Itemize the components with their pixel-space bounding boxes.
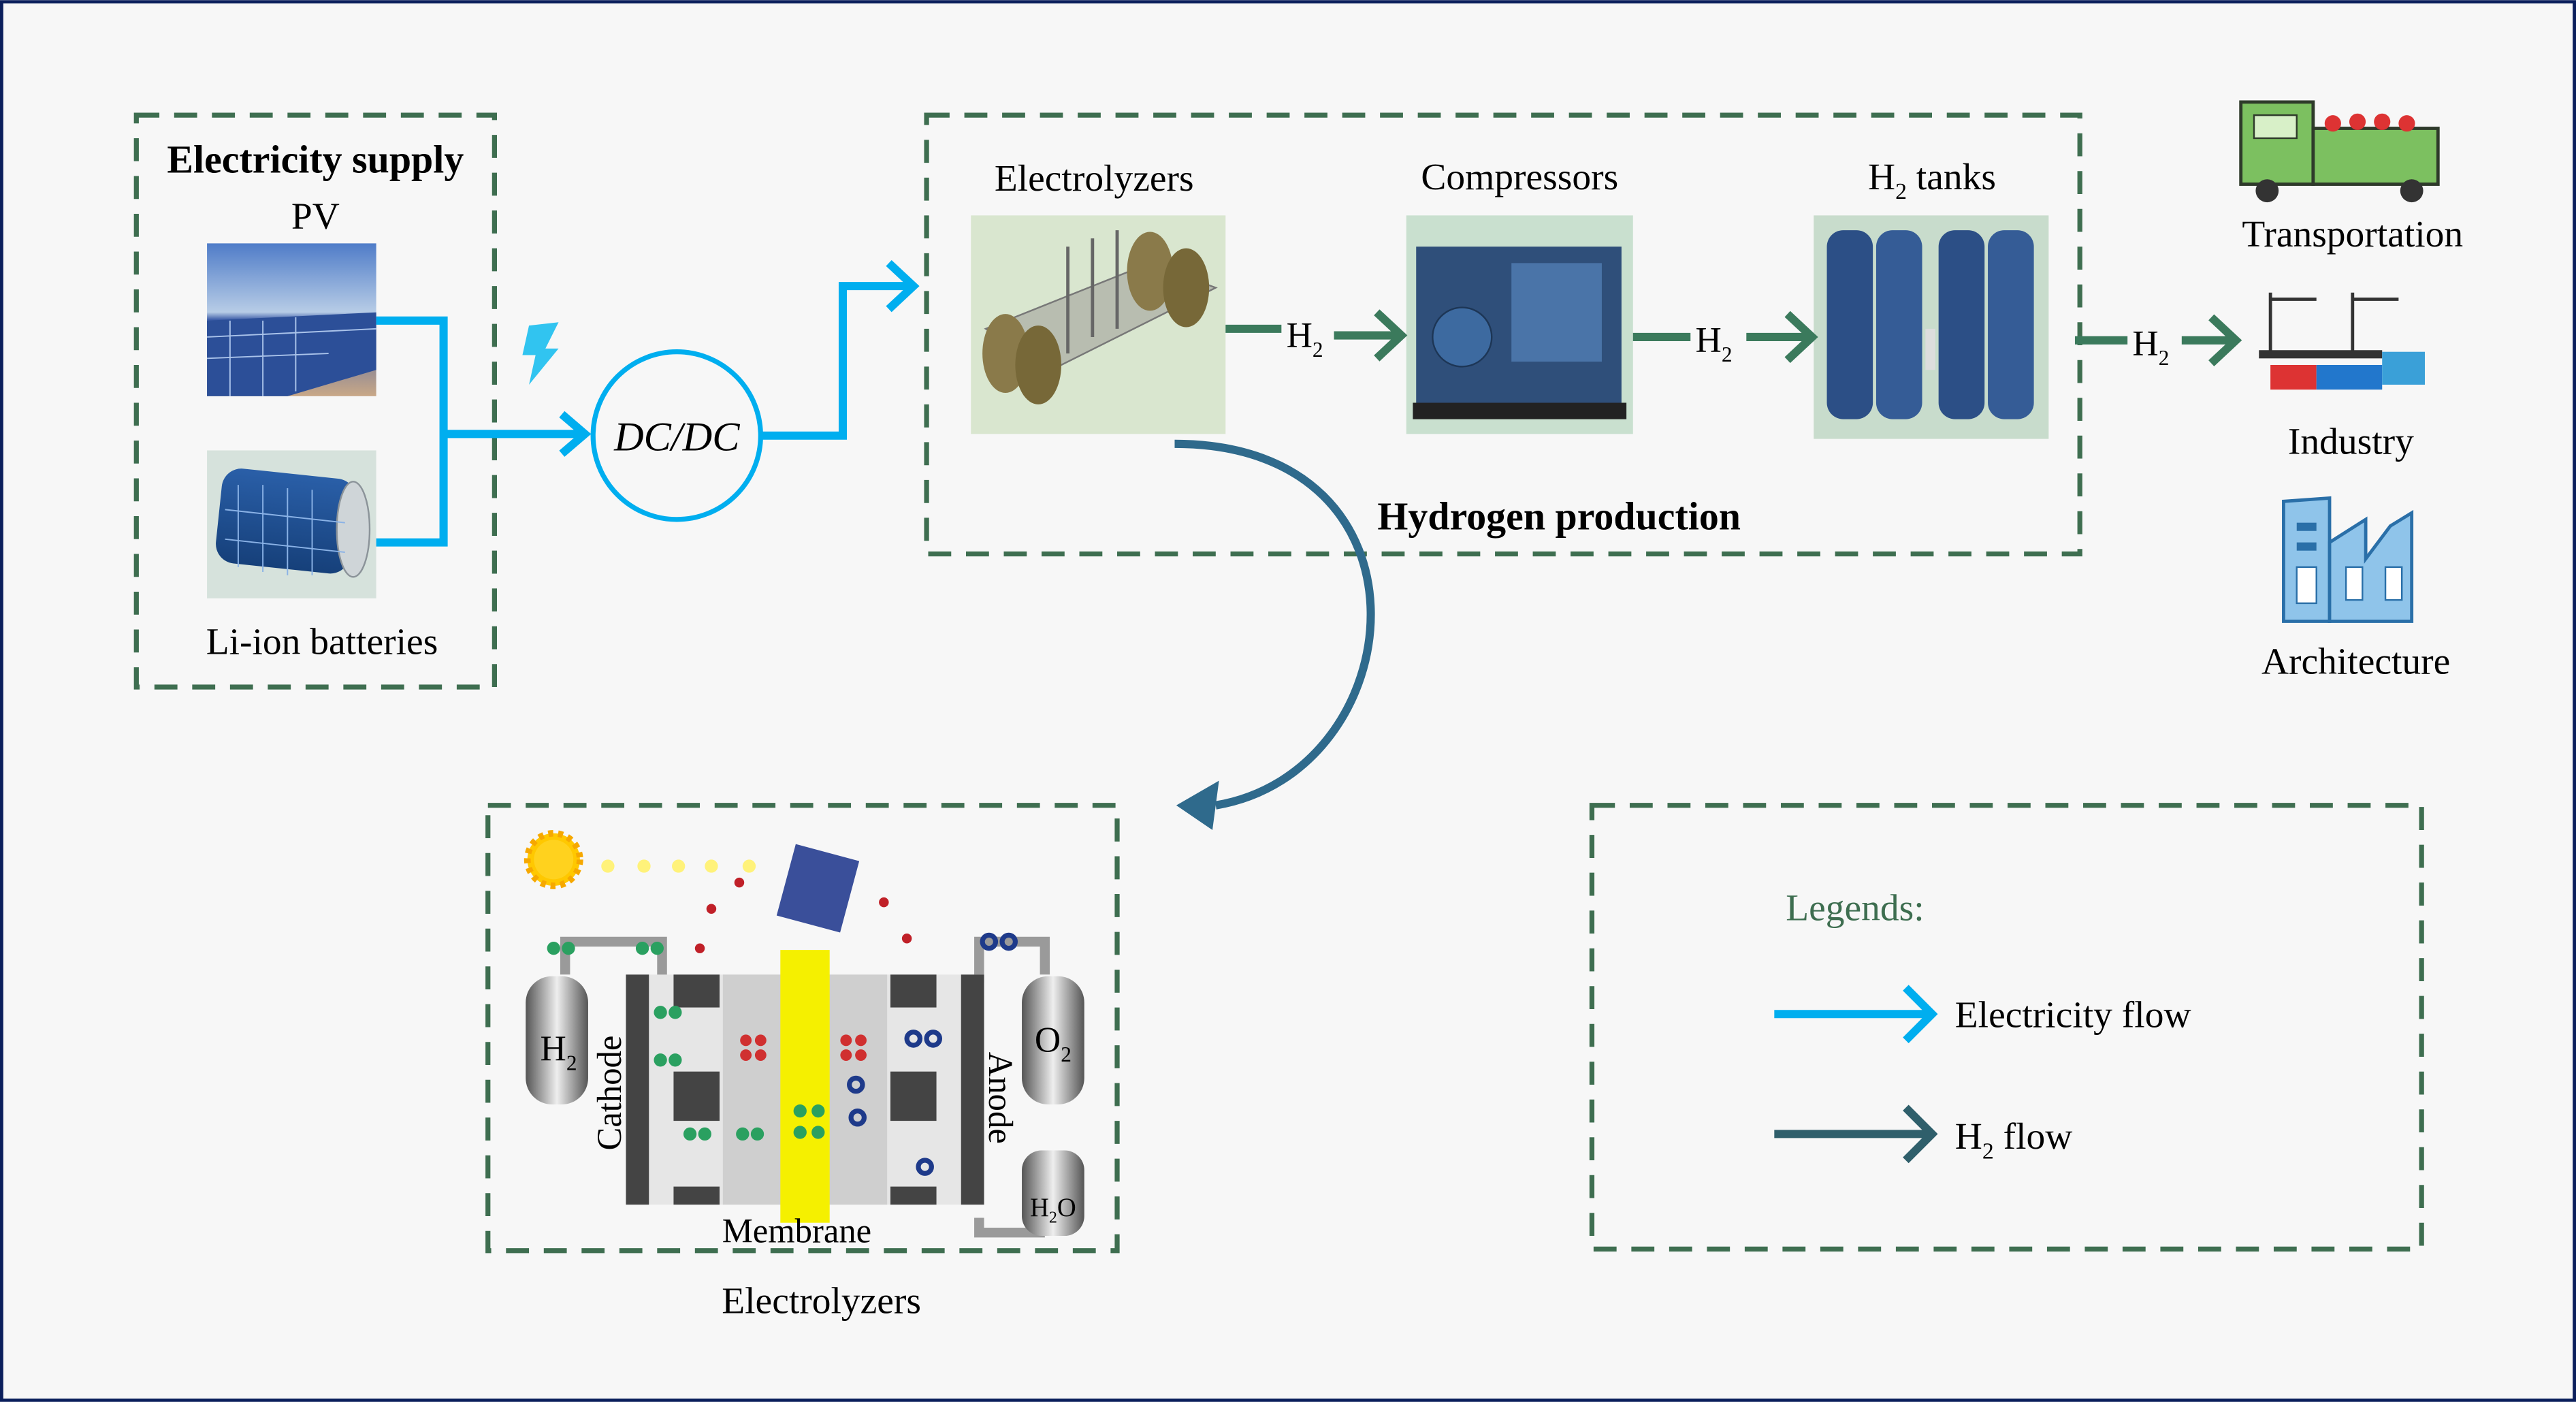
electricity-supply-title: Electricity supply bbox=[167, 138, 464, 182]
pv-image bbox=[207, 243, 376, 396]
legend-title: Legends: bbox=[1786, 888, 1924, 929]
industry-label: Industry bbox=[2288, 421, 2414, 462]
compressor-image bbox=[1406, 215, 1633, 434]
electrolyzer-image bbox=[971, 215, 1226, 434]
lightning-icon bbox=[522, 322, 559, 385]
o2-tank-label: O2 bbox=[1035, 1021, 1072, 1066]
battery-label: Li-ion batteries bbox=[206, 622, 438, 663]
cathode-plate bbox=[626, 974, 649, 1205]
h2-tanks-label: H2 tanks bbox=[1868, 157, 1996, 204]
electricity-arrowhead-2 bbox=[886, 259, 920, 313]
oxygen-molecules bbox=[847, 932, 1018, 1176]
h2-tanks-image bbox=[1814, 215, 2049, 439]
pv-label: PV bbox=[291, 196, 340, 238]
pipes bbox=[560, 936, 1050, 1238]
cathode-label: Cathode bbox=[590, 1036, 628, 1151]
anode-plate bbox=[961, 974, 984, 1205]
legend-h2-arrow bbox=[1774, 1104, 1938, 1164]
solar-cell-icon bbox=[776, 844, 860, 933]
hydrogen-production-group: Electrolyzers Compressors H2 tanks bbox=[924, 112, 2082, 557]
electricity-flow-to-electrolyzers bbox=[762, 282, 912, 440]
electrolyzer-detail-box bbox=[485, 803, 1120, 1254]
legend-electricity-label: Electricity flow bbox=[1955, 995, 2191, 1036]
dc-dc-converter bbox=[590, 349, 763, 522]
transportation-label: Transportation bbox=[2242, 214, 2463, 255]
legend-electricity-arrow bbox=[1774, 985, 1938, 1044]
h2o-tank-label: H2O bbox=[1030, 1194, 1076, 1227]
electricity-arrowhead bbox=[559, 411, 592, 457]
electrolyzer-detail-group: H2 O2 H2O Cathode Anode Membrane bbox=[485, 803, 1120, 1254]
membrane-bar bbox=[780, 950, 830, 1223]
membrane-label: Membrane bbox=[722, 1212, 871, 1250]
h2-flow-arrow-3 bbox=[2181, 314, 2242, 366]
h2-tank-label: H2 bbox=[540, 1029, 577, 1074]
h2-flow-label-3: H2 bbox=[2132, 324, 2169, 370]
electrons bbox=[694, 877, 912, 953]
h2-flow-label-2: H2 bbox=[1695, 321, 1732, 366]
o2-tank bbox=[1022, 976, 1084, 1104]
electrolyzers-label: Electrolyzers bbox=[995, 158, 1194, 200]
hydrogen-production-box bbox=[924, 112, 2082, 557]
proton-groups bbox=[740, 1034, 867, 1062]
electricity-flow-merge-line bbox=[376, 316, 582, 547]
electricity-supply-group: Electricity supply PV Li-ion batteries bbox=[133, 112, 498, 690]
legend-h2-label: H2 flow bbox=[1955, 1116, 2073, 1164]
architecture-icon bbox=[2282, 496, 2414, 623]
hydrogen-production-title: Hydrogen production bbox=[1377, 494, 1741, 538]
curved-arrow-to-detail bbox=[1174, 439, 1375, 810]
legend-box bbox=[1589, 803, 2424, 1252]
electrolyzer-detail-caption: Electrolyzers bbox=[722, 1280, 921, 1322]
h2o-tank bbox=[1022, 1150, 1084, 1237]
architecture-label: Architecture bbox=[2261, 641, 2450, 683]
transportation-icon bbox=[2239, 100, 2440, 203]
battery-image bbox=[207, 450, 376, 599]
h2-flow-label-1: H2 bbox=[1287, 315, 1323, 361]
h2-flow-arrow-2 bbox=[1746, 310, 1818, 364]
hydrogen-molecules bbox=[547, 942, 825, 1141]
sun-icon bbox=[524, 829, 756, 889]
legend: Legends: Electricity flow H2 flow bbox=[1589, 803, 2424, 1252]
electricity-supply-box bbox=[133, 112, 498, 690]
h2-tank bbox=[526, 976, 588, 1104]
industry-icon bbox=[2259, 292, 2425, 390]
dc-dc-label: DC/DC bbox=[613, 414, 740, 460]
anode-label: Anode bbox=[982, 1052, 1020, 1144]
curved-arrowhead bbox=[1176, 780, 1219, 830]
compressors-label: Compressors bbox=[1421, 157, 1618, 198]
h2-flow-arrow-1 bbox=[1334, 309, 1408, 362]
